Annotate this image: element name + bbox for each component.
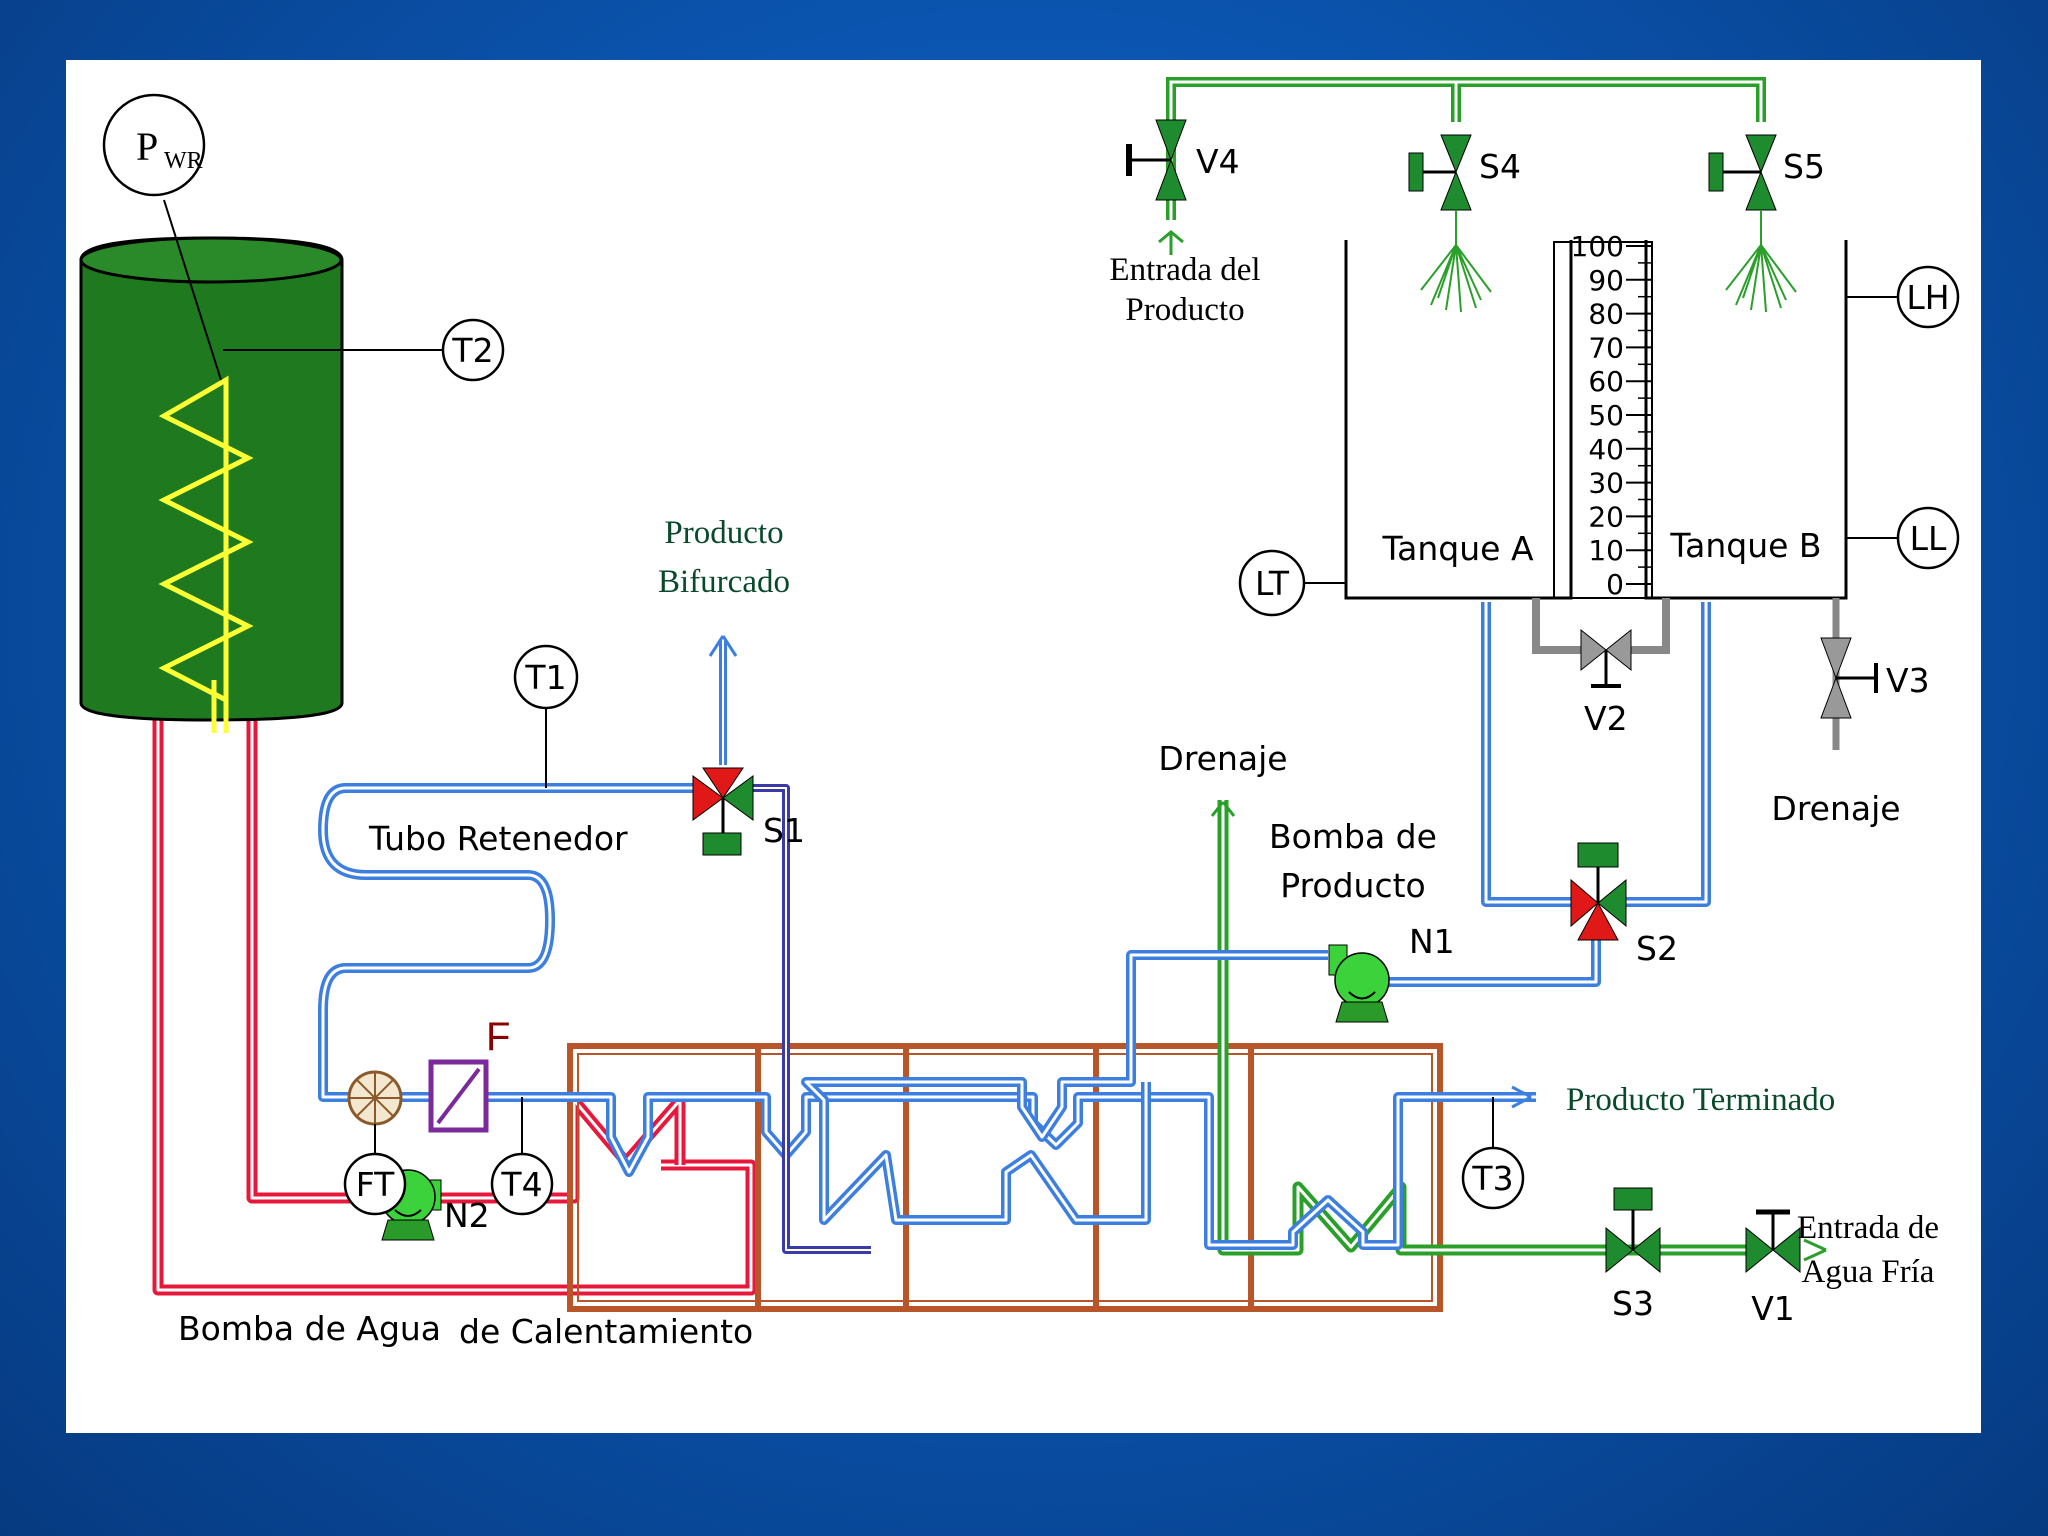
heat-exchanger [567, 1043, 1443, 1312]
instrument-t1[interactable]: T1 [513, 644, 579, 710]
pump-n1[interactable] [1328, 944, 1390, 1023]
t2-label: T2 [451, 331, 493, 370]
branched-label-1: Producto [664, 515, 783, 551]
level-scale-label: 80 [1588, 298, 1624, 331]
tank-interconnect [1532, 598, 1670, 654]
flow-meter[interactable] [347, 1070, 403, 1126]
tank-a [1344, 240, 1573, 600]
v1-label: V1 [1751, 1289, 1795, 1328]
instrument-pwr[interactable]: P WR [102, 93, 206, 197]
filter-label: F [486, 1015, 510, 1059]
instrument-lt[interactable]: LT [1238, 549, 1306, 617]
v4-label: V4 [1196, 142, 1240, 181]
s3-label: S3 [1612, 1284, 1654, 1323]
water-pump-label: Bomba de Agua [178, 1309, 441, 1348]
lt-label: LT [1255, 564, 1290, 603]
flow-meter-icon [347, 1070, 403, 1126]
instrument-lh[interactable]: LH [1896, 265, 1960, 329]
level-scale-label: 0 [1606, 568, 1624, 601]
drain-center-label: Drenaje [1158, 739, 1287, 778]
instrument-t2[interactable]: T2 [441, 318, 505, 382]
t4-label: T4 [500, 1165, 542, 1204]
spray-nozzle-icon [1725, 210, 1797, 313]
finished-product-label: Producto Terminado [1566, 1082, 1835, 1118]
instrument-t4[interactable]: T4 [490, 1152, 554, 1216]
instrument-t3[interactable]: T3 [1461, 1146, 1525, 1210]
filter-icon [428, 1059, 489, 1133]
valve-s2[interactable] [1570, 842, 1627, 941]
ft-label: FT [356, 1165, 395, 1204]
v3-label: V3 [1886, 661, 1930, 700]
level-scale-label: 50 [1588, 399, 1624, 432]
cip-header [1158, 77, 1766, 255]
s2-label: S2 [1636, 929, 1678, 968]
ll-label: LL [1910, 519, 1947, 558]
tank-b-label: Tanque B [1669, 526, 1821, 565]
level-scale-label: 90 [1588, 264, 1624, 297]
valve-v1[interactable] [1745, 1209, 1827, 1274]
level-scale-label: 20 [1588, 500, 1624, 533]
level-scale-label: 40 [1588, 433, 1624, 466]
valve-s1[interactable] [692, 767, 754, 856]
instrument-ll[interactable]: LL [1896, 506, 1960, 570]
level-scale-label: 100 [1571, 230, 1624, 263]
tank-a-label: Tanque A [1381, 529, 1533, 568]
pwr-main: P [136, 124, 158, 169]
level-scale-label: 10 [1588, 534, 1624, 567]
spray-nozzle-icon [1420, 210, 1492, 313]
n1-label: N1 [1409, 922, 1455, 961]
t3-label: T3 [1471, 1159, 1513, 1198]
valve-v3[interactable] [1820, 637, 1878, 719]
product-pump-label-2: Producto [1280, 866, 1426, 905]
product-line [318, 602, 1711, 1254]
product-inlet-label-2: Producto [1125, 292, 1244, 328]
lh-label: LH [1906, 278, 1949, 317]
t1-label: T1 [524, 658, 566, 697]
valve-v2[interactable] [1580, 628, 1632, 688]
filter[interactable]: F [428, 1015, 510, 1133]
cold-inlet-label-1: Entrada de [1797, 1210, 1939, 1246]
tank-b [1644, 240, 1848, 600]
pwr-sub: WR [164, 148, 203, 174]
product-pump-label-1: Bomba de [1269, 817, 1437, 856]
valve-s5[interactable] [1708, 134, 1797, 313]
s5-label: S5 [1783, 147, 1825, 186]
valve-v4[interactable] [1126, 119, 1187, 201]
product-inlet-label-1: Entrada del [1109, 252, 1260, 288]
heating-label: de Calentamiento [459, 1312, 753, 1351]
n2-label: N2 [444, 1196, 490, 1235]
level-scale-label: 70 [1588, 331, 1624, 364]
level-scale-label: 60 [1588, 365, 1624, 398]
holding-tube-label: Tubo Retenedor [368, 819, 628, 858]
valve-s4[interactable] [1408, 134, 1492, 313]
cold-inlet-label-2: Agua Fría [1802, 1254, 1935, 1290]
valve-s3[interactable] [1605, 1187, 1661, 1274]
v2-label: V2 [1584, 699, 1628, 738]
drain-right-label: Drenaje [1771, 789, 1900, 828]
pump-icon [1328, 944, 1390, 1023]
hot-water-tank [79, 236, 344, 733]
s1-label: S1 [763, 811, 805, 850]
hot-water-loop [152, 712, 757, 1296]
heater-coil-icon [158, 375, 254, 733]
instrument-ft[interactable]: FT [343, 1152, 407, 1216]
instrument-leaders [163, 199, 1899, 1155]
s4-label: S4 [1479, 147, 1521, 186]
branched-label-2: Bifurcado [658, 564, 790, 600]
level-scale-label: 30 [1588, 467, 1624, 500]
